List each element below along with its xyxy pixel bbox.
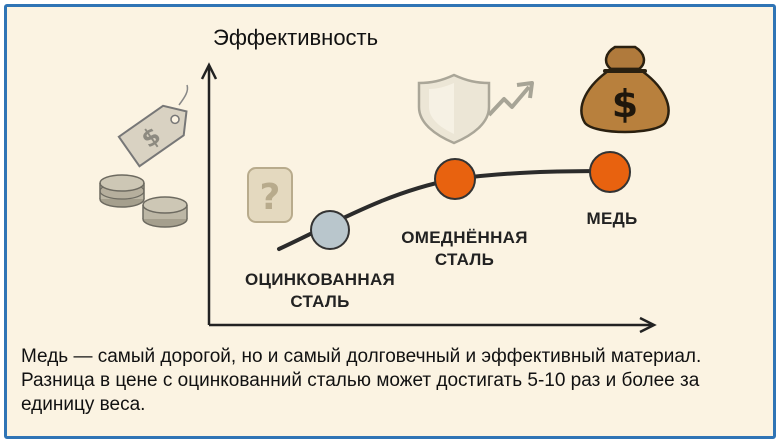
label-copper-plated-steel: ОМЕДНЁННАЯ СТАЛЬ	[377, 227, 552, 271]
shield-icon	[417, 73, 491, 145]
money-bag-dollar: $	[612, 82, 638, 126]
y-axis-title: Эффективность	[213, 25, 379, 50]
label-galvanized-steel: ОЦИНКОВАННАЯ СТАЛЬ	[215, 269, 425, 313]
caption-text: Медь — самый дорогой, но и самый долгове…	[21, 346, 702, 415]
label-copper-line1: МЕДЬ	[586, 209, 638, 228]
trend-up-arrow-icon	[487, 81, 534, 117]
label-copper-plated-steel-line1: ОМЕДНЁННАЯ	[401, 228, 528, 247]
price-tag-icon: $	[117, 104, 188, 168]
price-tag-string	[178, 84, 189, 106]
infographic-frame: $ ?	[4, 4, 776, 439]
question-symbol: ?	[260, 177, 281, 218]
question-mark-icon: ?	[247, 167, 293, 223]
diagram-canvas: $ ?	[99, 45, 670, 334]
label-galvanized-steel-line2: СТАЛЬ	[290, 292, 350, 311]
point-copper-plated-steel	[434, 158, 476, 200]
label-galvanized-steel-line1: ОЦИНКОВАННАЯ	[244, 270, 396, 289]
coin-stack-icon	[99, 174, 188, 228]
point-galvanized-steel	[310, 210, 350, 250]
money-bag-icon: $	[580, 45, 670, 134]
label-copper-plated-steel-line2: СТАЛЬ	[434, 250, 495, 269]
label-copper: МЕДЬ	[567, 208, 657, 230]
y-axis-arrowhead	[200, 62, 218, 80]
x-axis-arrowhead	[639, 316, 657, 334]
point-copper	[589, 151, 631, 193]
